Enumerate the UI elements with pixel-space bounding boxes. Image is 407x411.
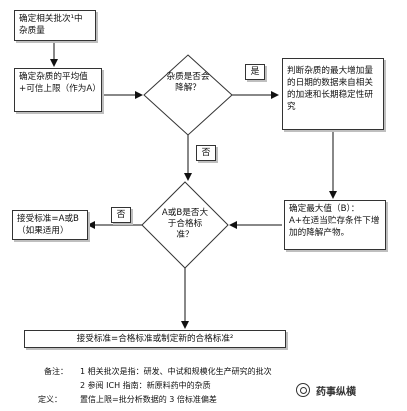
- notes-line1: 1 相关批次是指：研发、中试和规模化生产研究的批次: [80, 367, 272, 376]
- branch-no-label-degrade: 否: [196, 145, 216, 161]
- branch-yes-label: 是: [245, 64, 265, 80]
- decision-compare-text: A或B是否大于合格标准？: [161, 208, 209, 240]
- notes-line3-label: 定义：: [38, 395, 62, 404]
- notes-line3: 置信上限=批分析数据的 3 倍标准偏差: [80, 395, 217, 404]
- box-mean-upper-limit: 确定杂质的平均值+可信上限（作为A）: [14, 68, 102, 112]
- branch-no-label-compare: 否: [111, 207, 131, 223]
- watermark-icon: [296, 383, 310, 397]
- notes-line1-label: 备注：: [44, 367, 68, 376]
- box-max-increase-stability: 判断杂质的最大增加量的日期的数据来自相关的加速和长期稳定性研究: [282, 58, 384, 130]
- notes-line2: 2 参阅 ICH 指南：新原料药中的杂质: [80, 381, 211, 390]
- box-acceptance-a-or-b: 接受标准=A或B（如果适用）: [12, 210, 88, 240]
- box-acceptance-standard: 接受标准=合格标准或制定新的合格标准²: [24, 330, 286, 348]
- decision-diamond-degrade: [143, 54, 233, 136]
- watermark-text: 药事纵横: [316, 387, 356, 398]
- decision-degrade-text: 杂质是否会降解？: [166, 72, 210, 93]
- box-max-value-b: 确定最大值（B）：A+在适当贮存条件下增加的降解产物。: [284, 200, 386, 250]
- box-determine-impurity: 确定相关批次¹中杂质量: [14, 10, 96, 41]
